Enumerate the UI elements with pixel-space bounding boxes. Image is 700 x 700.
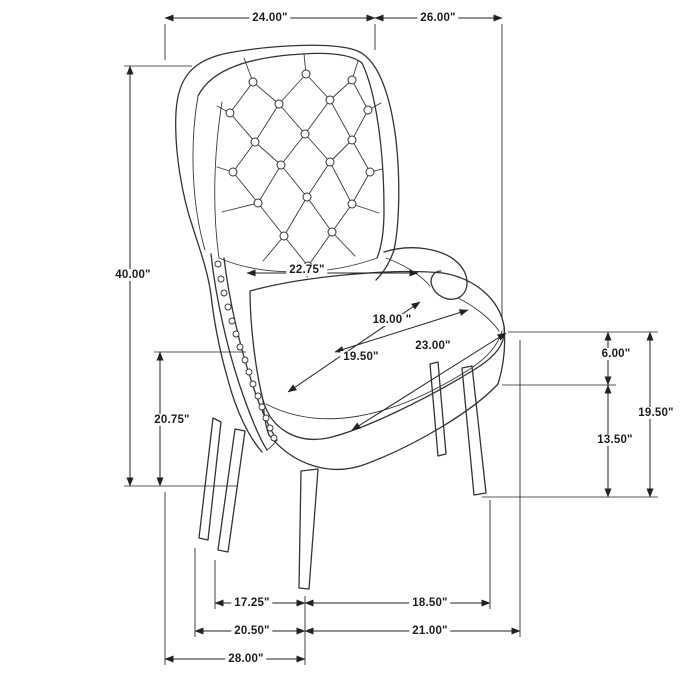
dim-label-base-depth: 20.50" [231, 625, 273, 637]
dim-label-seat-width: 18.00 " [369, 314, 415, 326]
seat-skirt-bottom [268, 383, 499, 471]
chair-back-inner-edge [197, 52, 385, 259]
nailhead-trim [214, 260, 278, 442]
dim-label-seat-front-width: 23.00" [412, 340, 454, 352]
chair-line-drawing [175, 44, 506, 590]
dimension-lines [126, 14, 654, 663]
dim-label-seat-depth: 19.50" [340, 351, 382, 363]
dim-label-seat-height: 19.50" [635, 407, 677, 419]
extension-lines [124, 24, 658, 665]
dim-label-seat-back-width: 22.75" [286, 264, 328, 276]
dim-label-seat-thickness: 6.00" [598, 348, 634, 360]
dim-label-overall-depth: 28.00" [225, 653, 267, 665]
dim-label-overall-height: 40.00" [112, 269, 154, 281]
wing-crease [192, 95, 206, 251]
dim-label-front-leg-span: 17.25" [231, 597, 273, 609]
dim-label-top-back-width: 24.00" [249, 12, 291, 24]
back-right-leg [461, 365, 487, 496]
dim-label-top-depth: 26.00" [417, 12, 459, 24]
dim-label-arm-height: 20.75" [151, 414, 193, 426]
tufting-buttons [225, 69, 375, 271]
back-left-leg [198, 417, 222, 541]
dim-line-seat-front-width [351, 332, 507, 431]
front-left-leg [217, 428, 246, 553]
right-arm-front [457, 297, 500, 332]
tufting-pleats [216, 53, 383, 278]
nailhead-band-cap [266, 439, 278, 451]
dim-label-leg-height: 13.50" [594, 434, 636, 446]
chair-back-outline [175, 44, 400, 453]
nailhead-band-outer [210, 253, 268, 451]
tufting-lattice [229, 73, 371, 267]
nailhead-band-inner [223, 257, 278, 441]
dim-label-base-width: 21.00" [409, 625, 451, 637]
panel-left-edge [214, 101, 223, 259]
front-leg [298, 468, 319, 590]
dim-label-side-leg-span: 18.50" [409, 597, 451, 609]
